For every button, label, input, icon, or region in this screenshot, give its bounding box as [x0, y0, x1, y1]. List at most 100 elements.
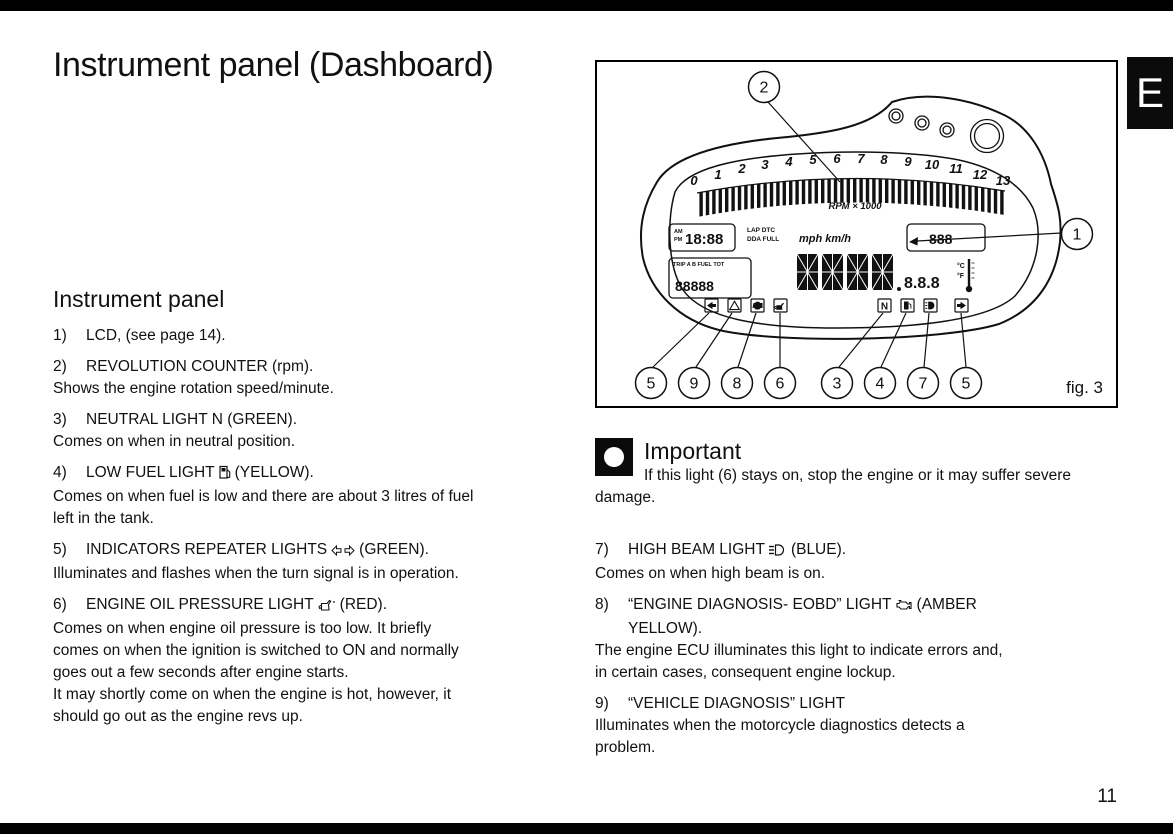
important-icon	[595, 438, 633, 476]
celsius-label: °C	[957, 262, 965, 270]
item-title: ENGINE OIL PRESSURE LIGHT	[86, 596, 314, 613]
item-description: Comes on when fuel is low and there are …	[53, 488, 474, 527]
item-color: (RED).	[339, 596, 388, 613]
left-column: Instrument panel 1)LCD, (see page 14). 2…	[53, 286, 569, 737]
list-item: 4) LOW FUEL LIGHT (YELLOW). Comes on when …	[53, 462, 569, 530]
svg-text:7: 7	[919, 376, 928, 393]
section-tab-e: E	[1127, 57, 1173, 129]
temp-digits: 8.8.8	[904, 275, 940, 292]
item-number: 6)	[53, 596, 67, 613]
list-item: 1)LCD, (see page 14).	[53, 325, 569, 347]
item-title: “VEHICLE DIAGNOSIS” LIGHT	[628, 695, 846, 712]
right-arrow-icon	[957, 301, 966, 310]
top-right-lamps	[888, 108, 1005, 154]
tach-number: 4	[784, 154, 793, 169]
item-title: HIGH BEAM LIGHT	[628, 541, 765, 558]
trip-display: TRIP A B FUEL TOT 88888	[668, 257, 752, 299]
list-item: 6) ENGINE OIL PRESSURE LIGHT (RED). Comes …	[53, 594, 569, 728]
lamp-circle-2	[914, 115, 930, 131]
important-note: Important If this light (6) stays on, st…	[595, 438, 1102, 509]
svg-text:9: 9	[690, 376, 699, 393]
tachometer-bargraph: RPM × 1000	[696, 177, 1006, 217]
clock-display: AM PM 18:88	[668, 223, 736, 252]
main-segment-display	[796, 253, 901, 291]
important-text: If this light (6) stays on, stop the eng…	[595, 467, 1072, 506]
aux-digits: 888	[929, 231, 953, 247]
warning-triangle-icon	[728, 300, 741, 311]
tach-number: 7	[857, 151, 865, 166]
oil-can-icon	[776, 302, 784, 310]
svg-text:5: 5	[962, 376, 971, 393]
item-heading: 4) LOW FUEL LIGHT (YELLOW).	[53, 462, 569, 486]
svg-text:3: 3	[833, 376, 842, 393]
left-turn-box	[704, 298, 719, 313]
thermometer-icon	[965, 259, 975, 293]
item-heading: 7) HIGH BEAM LIGHT (BLUE).	[595, 539, 1102, 563]
vehicle-diagnosis-box	[727, 298, 742, 313]
item-number: 8)	[595, 596, 609, 613]
item-heading: 9)“VEHICLE DIAGNOSIS” LIGHT	[595, 693, 1102, 715]
neutral-icon: N	[881, 301, 888, 312]
page-title: Instrument panel (Dashboard)	[53, 46, 494, 84]
lap-dtc-label: LAP DTC	[747, 227, 775, 234]
item-heading: 6) ENGINE OIL PRESSURE LIGHT (RED).	[53, 594, 569, 618]
item-heading: 8)“ENGINE DIAGNOSIS- EOBD” LIGHT(AMBER Y…	[595, 594, 1102, 640]
dashboard-housing	[640, 95, 1062, 340]
top-border-bar	[0, 0, 1173, 11]
large-dial-circle	[969, 118, 1005, 154]
item-description: Illuminates when the motorcycle diagnost…	[595, 717, 965, 756]
right-column: Important If this light (6) stays on, st…	[595, 438, 1102, 768]
clock-digits: 18:88	[685, 231, 723, 248]
tach-number: 8	[880, 152, 888, 167]
right-turn-box	[954, 298, 969, 313]
temperature-display: 8.8.8 °C °F	[904, 259, 975, 293]
oil-can-icon	[318, 596, 336, 618]
dda-full-label: DDA FULL	[747, 236, 779, 243]
fahrenheit-label: °F	[957, 272, 965, 280]
engine-diagnosis-box	[750, 298, 765, 313]
item-color: (YELLOW).	[234, 464, 314, 481]
callout-2: 2	[747, 70, 841, 183]
tach-number: 6	[833, 151, 841, 166]
item-number: 5)	[53, 541, 67, 558]
item-number: 4)	[53, 464, 67, 481]
list-item: 8)“ENGINE DIAGNOSIS- EOBD” LIGHT(AMBER Y…	[595, 594, 1102, 684]
item-heading: 3) NEUTRAL LIGHT N (GREEN).	[53, 409, 569, 431]
item-title: NEUTRAL LIGHT N (GREEN).	[86, 411, 297, 428]
item-description: Shows the engine rotation speed/minute.	[53, 380, 334, 397]
am-label: AM	[674, 229, 683, 235]
item-heading: 1)LCD, (see page 14).	[53, 325, 569, 347]
list-item: 3) NEUTRAL LIGHT N (GREEN). Comes on when…	[53, 409, 569, 453]
item-description: Comes on when in neutral position.	[53, 433, 296, 450]
speed-units-label: mph km/h	[799, 233, 851, 245]
low-fuel-box	[900, 298, 915, 313]
svg-text:1: 1	[1073, 227, 1082, 244]
tach-number: 10	[925, 157, 940, 172]
svg-text:8: 8	[733, 376, 742, 393]
item-number: 3)	[53, 411, 67, 428]
indicator-icon-row: N	[704, 298, 969, 313]
lamp-circle-3	[939, 122, 955, 138]
item-number: 7)	[595, 541, 609, 558]
item-title: REVOLUTION COUNTER (rpm).	[86, 358, 314, 375]
high-beam-icon	[768, 541, 787, 563]
tach-number: 5	[809, 152, 817, 167]
item-description: Comes on when high beam is on.	[595, 565, 826, 582]
tach-number: 13	[996, 173, 1011, 188]
item-color: (BLUE).	[790, 541, 847, 558]
item-description: Comes on when engine oil pressure is too…	[53, 620, 459, 725]
list-item: 7) HIGH BEAM LIGHT (BLUE). Comes on when h…	[595, 539, 1102, 585]
svg-text:2: 2	[760, 80, 769, 97]
tach-number: 12	[973, 167, 988, 182]
item-description: The engine ECU illuminates this light to…	[595, 642, 1003, 681]
high-beam-icon	[925, 301, 935, 310]
item-number: 1)	[53, 327, 67, 344]
high-beam-box	[923, 298, 938, 313]
item-title: LOW FUEL LIGHT	[86, 464, 215, 481]
neutral-box	[877, 298, 892, 313]
bottom-border-bar	[0, 823, 1173, 834]
lcd-bezel	[669, 151, 1039, 329]
tach-number: 2	[737, 161, 746, 176]
item-description: Illuminates and flashes when the turn si…	[53, 565, 459, 582]
figure-box: 0 1 2 3 4 5 6 7 8 9 10 11 12 13 RPM × 10…	[595, 60, 1118, 408]
